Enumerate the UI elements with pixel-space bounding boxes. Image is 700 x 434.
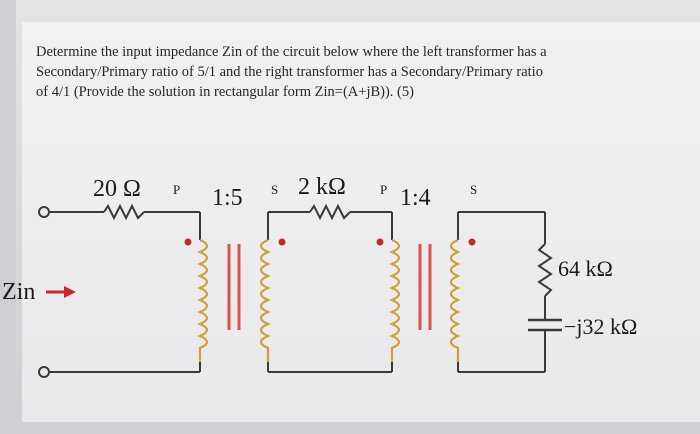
question-card (22, 22, 700, 422)
transformer-2 (376, 238, 476, 362)
transformer-1 (184, 238, 286, 362)
input-arrow-icon (46, 286, 76, 298)
left-shadow-band (0, 0, 16, 434)
transformer-1-ratio: 1:5 (212, 185, 243, 211)
load-resistor-label: 64 kΩ (558, 256, 613, 281)
transformer-1-primary-coil (197, 238, 209, 362)
transformer-2-secondary-coil (449, 238, 461, 362)
transformer-2-primary-coil (389, 238, 401, 362)
transformer-1-secondary-label: S (271, 182, 278, 197)
transformer-1-secondary-dot (278, 238, 286, 246)
resistor-2k (309, 203, 351, 221)
transformer-1-primary-dot (184, 238, 192, 246)
question-line-3: of 4/1 (Provide the solution in rectangu… (36, 84, 414, 100)
resistor-2k-label: 2 kΩ (298, 174, 346, 200)
input-terminal-top (38, 206, 50, 218)
resistor-20-ohm-label: 20 Ω (93, 176, 141, 202)
question-text: Determine the input impedance Zin of the… (36, 42, 676, 102)
transformer-2-ratio: 1:4 (400, 185, 431, 211)
transformer-1-secondary-coil (259, 238, 271, 362)
transformer-2-secondary-dot (468, 238, 476, 246)
transformer-2-primary-dot (376, 238, 384, 246)
resistor-20-ohm (103, 203, 145, 221)
load-capacitor-label: −j32 kΩ (564, 314, 637, 339)
resistor-64k (537, 243, 553, 297)
input-impedance-label: Zin (2, 279, 35, 305)
question-line-1: Determine the input impedance Zin of the… (36, 44, 547, 60)
question-line-2: Secondary/Primary ratio of 5/1 and the r… (36, 64, 543, 80)
transformer-2-secondary-label: S (470, 182, 477, 197)
transformer-2-primary-label: P (380, 182, 387, 197)
input-terminal-bottom (38, 366, 50, 378)
transformer-1-primary-label: P (173, 182, 180, 197)
circuit-wires (50, 203, 562, 373)
